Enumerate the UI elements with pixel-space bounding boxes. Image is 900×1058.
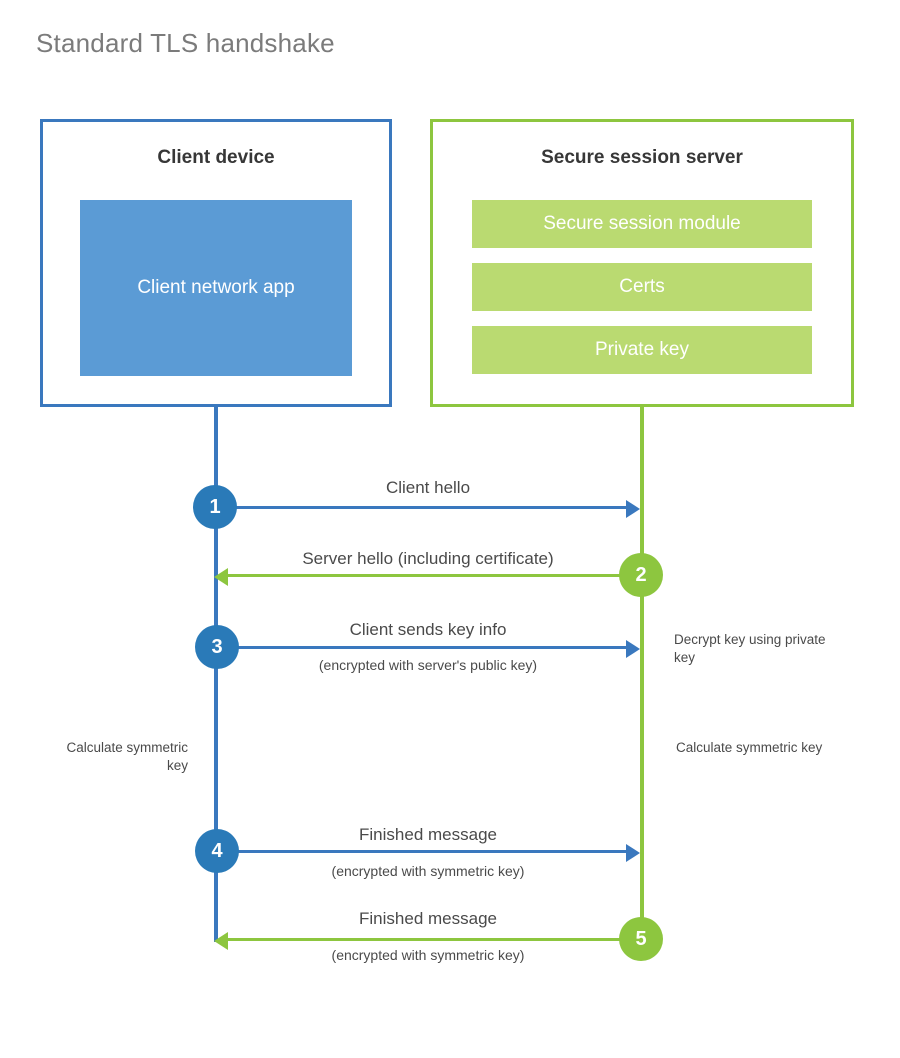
message-3-sublabel: (encrypted with server's public key) (318, 657, 538, 673)
message-2-label: Server hello (including certificate) (302, 549, 554, 568)
message-5-label: Finished message (359, 909, 497, 928)
client-network-app-block: Client network app (80, 200, 352, 376)
message-2-arrow-head (214, 568, 228, 586)
secure-session-server-box: Secure session server Secure session mod… (430, 119, 854, 407)
server-block-certs: Certs (472, 263, 812, 311)
message-5-sublabel: (encrypted with symmetric key) (331, 947, 525, 963)
message-5-arrow-head (214, 932, 228, 950)
message-4-label: Finished message (359, 825, 497, 844)
message-3-arrow-head (626, 640, 640, 658)
message-3-label: Client sends key info (349, 620, 507, 639)
step-circle-4[interactable]: 4 (195, 829, 239, 873)
message-3-arrow-line (216, 646, 626, 649)
annotation-decrypt-key: Decrypt key using private key (674, 632, 826, 666)
message-4-sublabel: (encrypted with symmetric key) (331, 863, 525, 879)
message-1-label: Client hello (385, 478, 471, 497)
annotation-client-calculate-symmetric-key: Calculate symmetric key (66, 740, 188, 774)
server-block-secure-session-module: Secure session module (472, 200, 812, 248)
page-title: Standard TLS handshake (36, 28, 335, 58)
server-block-private-key: Private key (472, 326, 812, 374)
step-circle-3[interactable]: 3 (195, 625, 239, 669)
message-1-arrow-line (216, 506, 626, 509)
step-circle-2[interactable]: 2 (619, 553, 663, 597)
step-circle-5[interactable]: 5 (619, 917, 663, 961)
message-4-arrow-line (216, 850, 626, 853)
client-device-box: Client device Client network app (40, 119, 392, 407)
client-device-title: Client device (157, 147, 275, 168)
message-1-arrow-head (626, 500, 640, 518)
step-circle-1[interactable]: 1 (193, 485, 237, 529)
annotation-server-calculate-symmetric-key: Calculate symmetric key (676, 740, 823, 755)
message-5-arrow-line (228, 938, 640, 941)
server-lifeline (640, 406, 644, 940)
message-4-arrow-head (626, 844, 640, 862)
client-lifeline (214, 406, 218, 942)
message-2-arrow-line (228, 574, 640, 577)
secure-session-server-title: Secure session server (541, 147, 743, 168)
